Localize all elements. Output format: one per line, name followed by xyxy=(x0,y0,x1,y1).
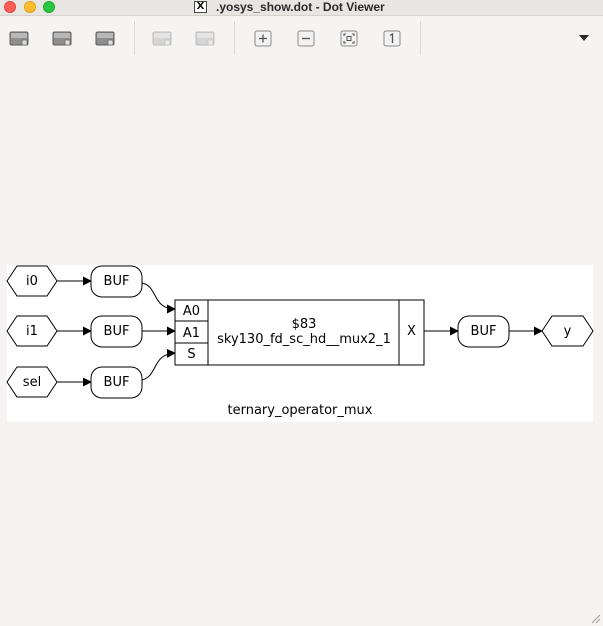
zoom-out-icon[interactable] xyxy=(296,30,316,47)
output-label-y: y xyxy=(564,324,572,339)
chevron-down-icon[interactable] xyxy=(578,34,590,42)
buffer-label: BUF xyxy=(104,324,130,339)
buffer-label: BUF xyxy=(471,324,497,339)
buffer-node-i0[interactable]: BUF xyxy=(90,265,143,298)
back-icon[interactable] xyxy=(152,30,172,47)
toolbar-separator xyxy=(134,21,135,55)
zoom-fit-icon[interactable] xyxy=(339,30,359,47)
zoom-100-icon[interactable] xyxy=(382,30,402,47)
minimize-window-button[interactable] xyxy=(24,1,36,13)
graph-diagram: i0 i1 sel BUF BUF BUF xyxy=(6,265,594,418)
input-node-sel[interactable]: sel xyxy=(6,366,58,398)
port-s-label: S xyxy=(187,347,195,362)
cell-type-label: sky130_fd_sc_hd__mux2_1 xyxy=(217,332,391,347)
input-label-sel: sel xyxy=(23,375,41,390)
x11-app-icon: X xyxy=(194,1,207,13)
port-x-label: X xyxy=(407,324,416,339)
edge-buf-s xyxy=(141,348,176,381)
save-icon[interactable] xyxy=(52,30,72,47)
toolbar-separator xyxy=(420,21,421,55)
graph-caption: ternary_operator_mux xyxy=(228,403,373,418)
zoom-in-icon[interactable] xyxy=(253,30,273,47)
cell-id-label: $83 xyxy=(292,317,317,332)
input-node-i1[interactable]: i1 xyxy=(6,315,58,347)
input-node-i0[interactable]: i0 xyxy=(6,265,58,297)
output-node-y[interactable]: y xyxy=(541,315,594,347)
print-icon[interactable] xyxy=(95,30,115,47)
window-title: .yosys_show.dot - Dot Viewer xyxy=(216,0,385,14)
buffer-node-sel[interactable]: BUF xyxy=(90,366,143,399)
input-label-i1: i1 xyxy=(26,324,38,339)
toolbar-separator xyxy=(234,21,235,55)
mux-cell-node[interactable]: A0 A1 S $83 sky130_fd_sc_hd__mux2_1 X xyxy=(174,299,425,366)
graph-viewport[interactable]: i0 i1 sel BUF BUF BUF xyxy=(0,58,603,626)
edge-buf-a0 xyxy=(141,282,176,314)
title-bar: X .yosys_show.dot - Dot Viewer xyxy=(0,0,603,16)
port-a1-label: A1 xyxy=(183,326,200,341)
resize-grip-icon[interactable] xyxy=(591,614,601,624)
close-window-button[interactable] xyxy=(4,1,16,13)
buffer-node-out[interactable]: BUF xyxy=(457,315,510,348)
buffer-label: BUF xyxy=(104,375,130,390)
toolbar xyxy=(0,16,603,58)
maximize-window-button[interactable] xyxy=(43,1,55,13)
buffer-label: BUF xyxy=(104,274,130,289)
buffer-node-i1[interactable]: BUF xyxy=(90,315,143,348)
input-label-i0: i0 xyxy=(26,274,38,289)
port-a0-label: A0 xyxy=(183,304,200,319)
open-icon[interactable] xyxy=(9,30,29,47)
forward-icon[interactable] xyxy=(195,30,215,47)
